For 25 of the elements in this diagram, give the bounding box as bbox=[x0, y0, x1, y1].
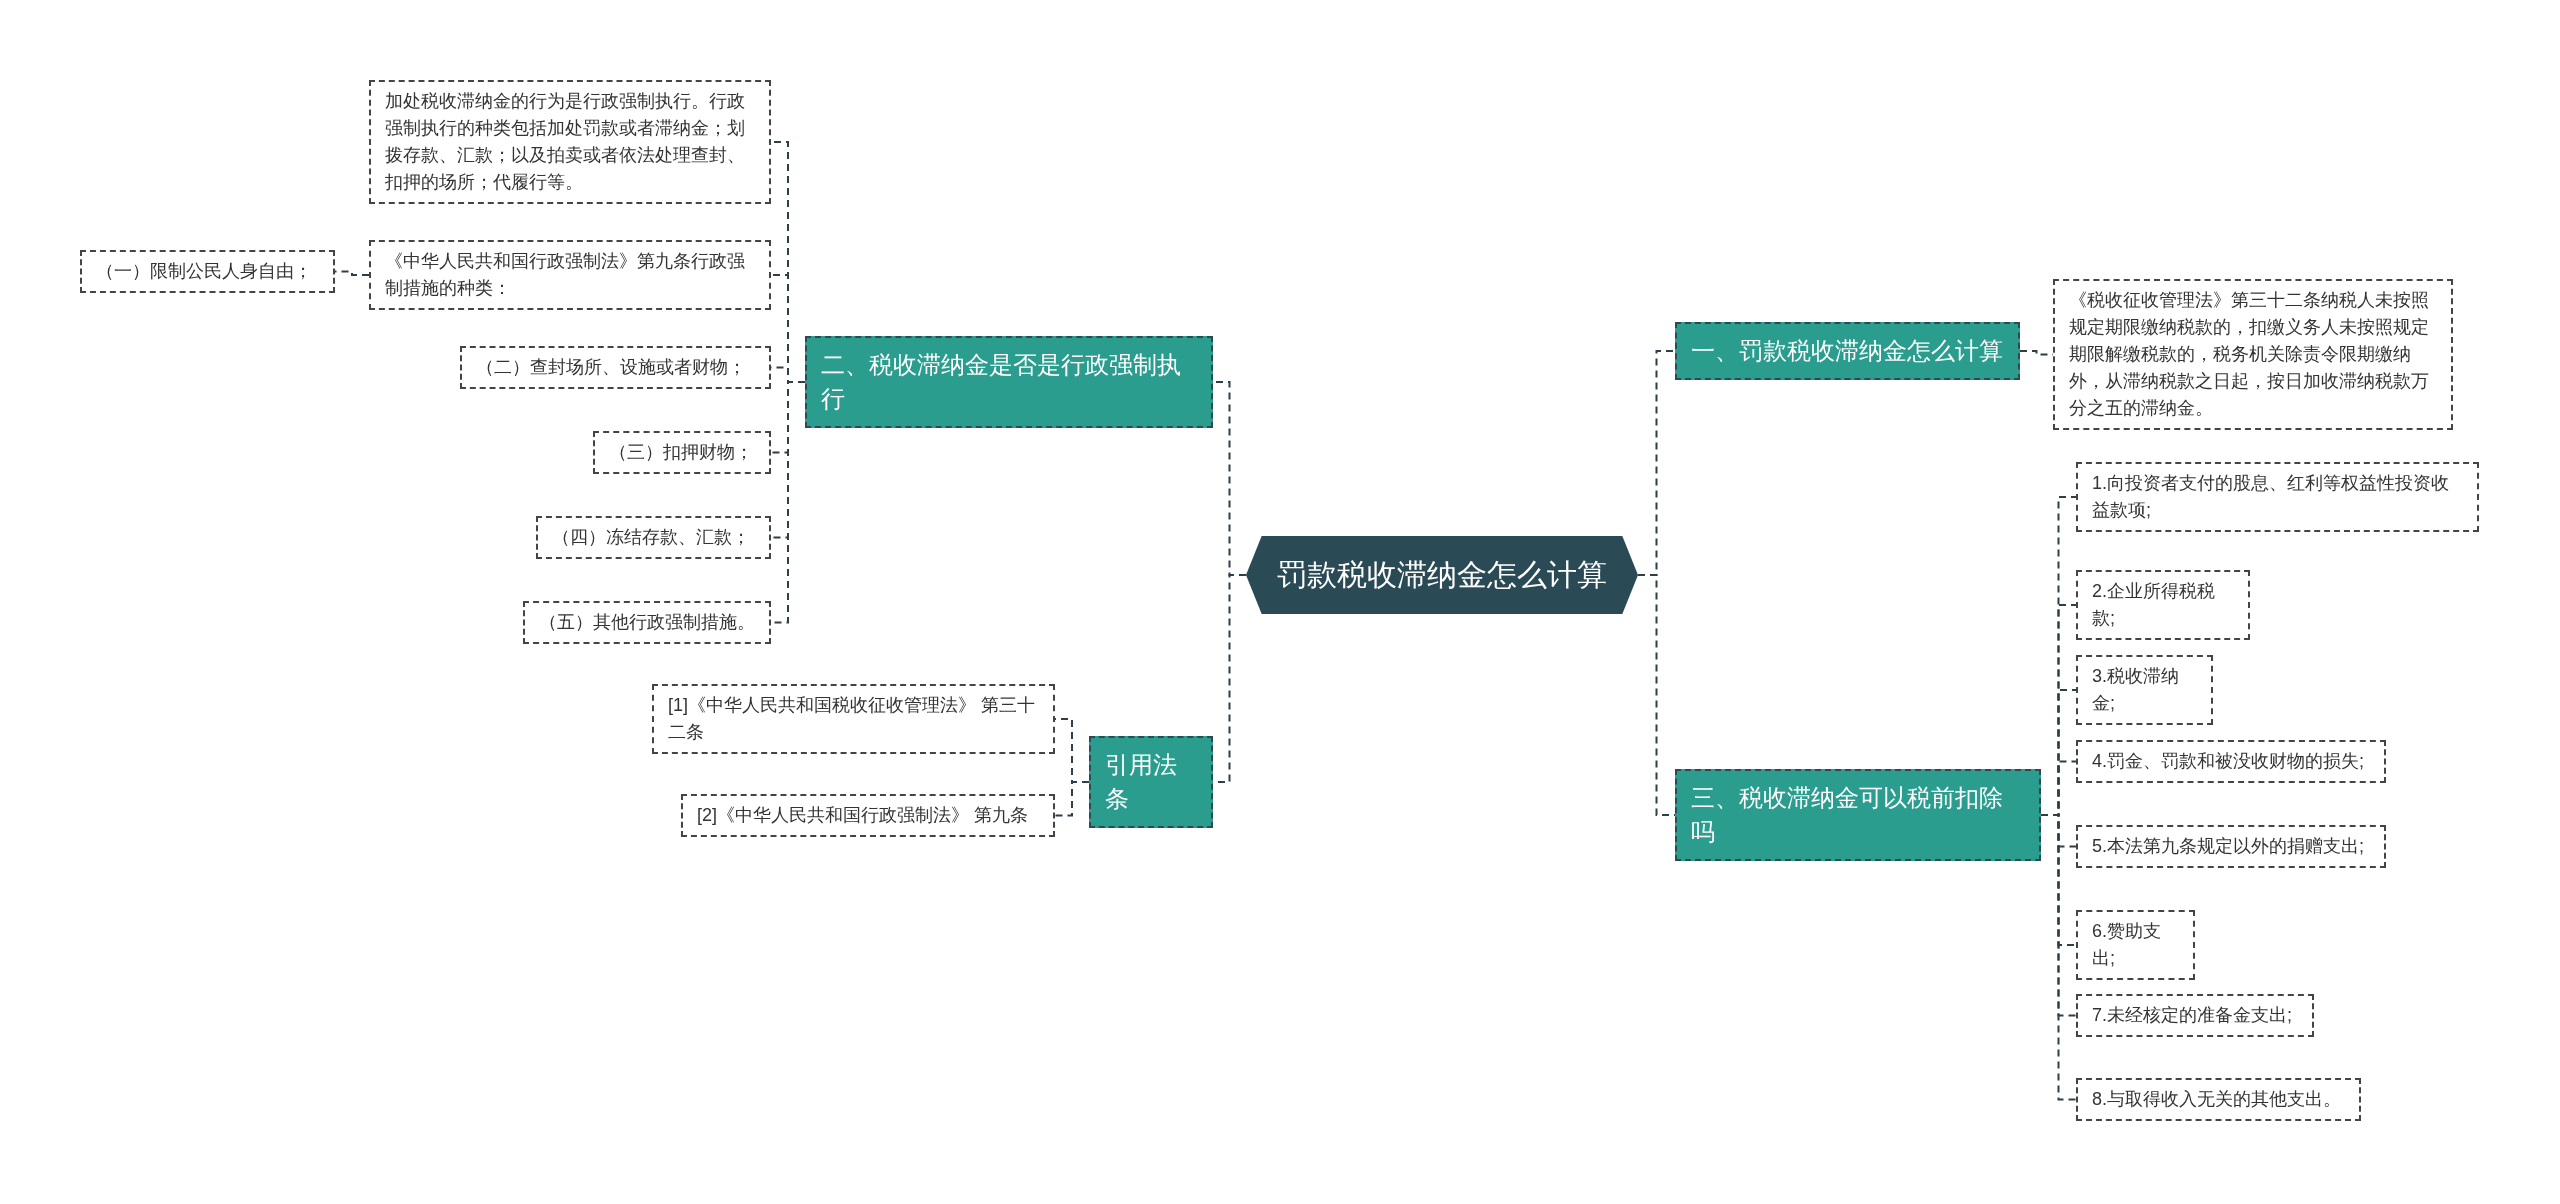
subtopic-box: （三）扣押财物； bbox=[593, 431, 771, 474]
topic-box: 三、税收滞纳金可以税前扣除吗 bbox=[1675, 769, 2041, 861]
subtopic-box: （五）其他行政强制措施。 bbox=[523, 601, 771, 644]
subtopic-box: （二）查封场所、设施或者财物； bbox=[460, 346, 771, 389]
connector-line bbox=[1054, 781, 1090, 817]
subtopic-box: 1.向投资者支付的股息、红利等权益性投资收益款项; bbox=[2076, 462, 2479, 532]
subtopic-box: （一）限制公民人身自由； bbox=[80, 250, 335, 293]
topic-box: 一、罚款税收滞纳金怎么计算 bbox=[1675, 322, 2020, 380]
subtopic-box: （四）冻结存款、汇款； bbox=[536, 516, 771, 559]
subtopic-box: [2]《中华人民共和国行政强制法》 第九条 bbox=[681, 794, 1055, 837]
subtopic-box: 4.罚金、罚款和被没收财物的损失; bbox=[2076, 740, 2386, 783]
subtopic-box: 《税收征收管理法》第三十二条纳税人未按照规定期限缴纳税款的，扣缴义务人未按照规定期限解缴税款的，税务机关除责令限期缴纳外，从滞纳税款之日起，按日加收滞纳税款万分之五的滞纳金。 bbox=[2053, 279, 2453, 430]
subtopic-box: 8.与取得收入无关的其他支出。 bbox=[2076, 1078, 2361, 1121]
subtopic-box: 2.企业所得税税款; bbox=[2076, 570, 2250, 640]
connector-line bbox=[2040, 814, 2077, 1101]
subtopic-box: 3.税收滞纳金; bbox=[2076, 655, 2213, 725]
subtopic-box: 6.赞助支出; bbox=[2076, 910, 2195, 980]
topic-box: 引用法条 bbox=[1089, 736, 1213, 828]
subtopic-box: 7.未经核定的准备金支出; bbox=[2076, 994, 2314, 1037]
subtopic-box: [1]《中华人民共和国税收征收管理法》 第三十二条 bbox=[652, 684, 1055, 754]
topic-box: 二、税收滞纳金是否是行政强制执行 bbox=[805, 336, 1213, 428]
subtopic-box: 加处税收滞纳金的行为是行政强制执行。行政强制执行的种类包括加处罚款或者滞纳金；划拨存款、汇款；以及拍卖或者依法处理查封、扣押的场所；代履行等。 bbox=[369, 80, 771, 204]
subtopic-box: 5.本法第九条规定以外的捐赠支出; bbox=[2076, 825, 2386, 868]
central-topic: 罚款税收滞纳金怎么计算 bbox=[1246, 536, 1638, 614]
subtopic-box: 《中华人民共和国行政强制法》第九条行政强制措施的种类： bbox=[369, 240, 771, 310]
